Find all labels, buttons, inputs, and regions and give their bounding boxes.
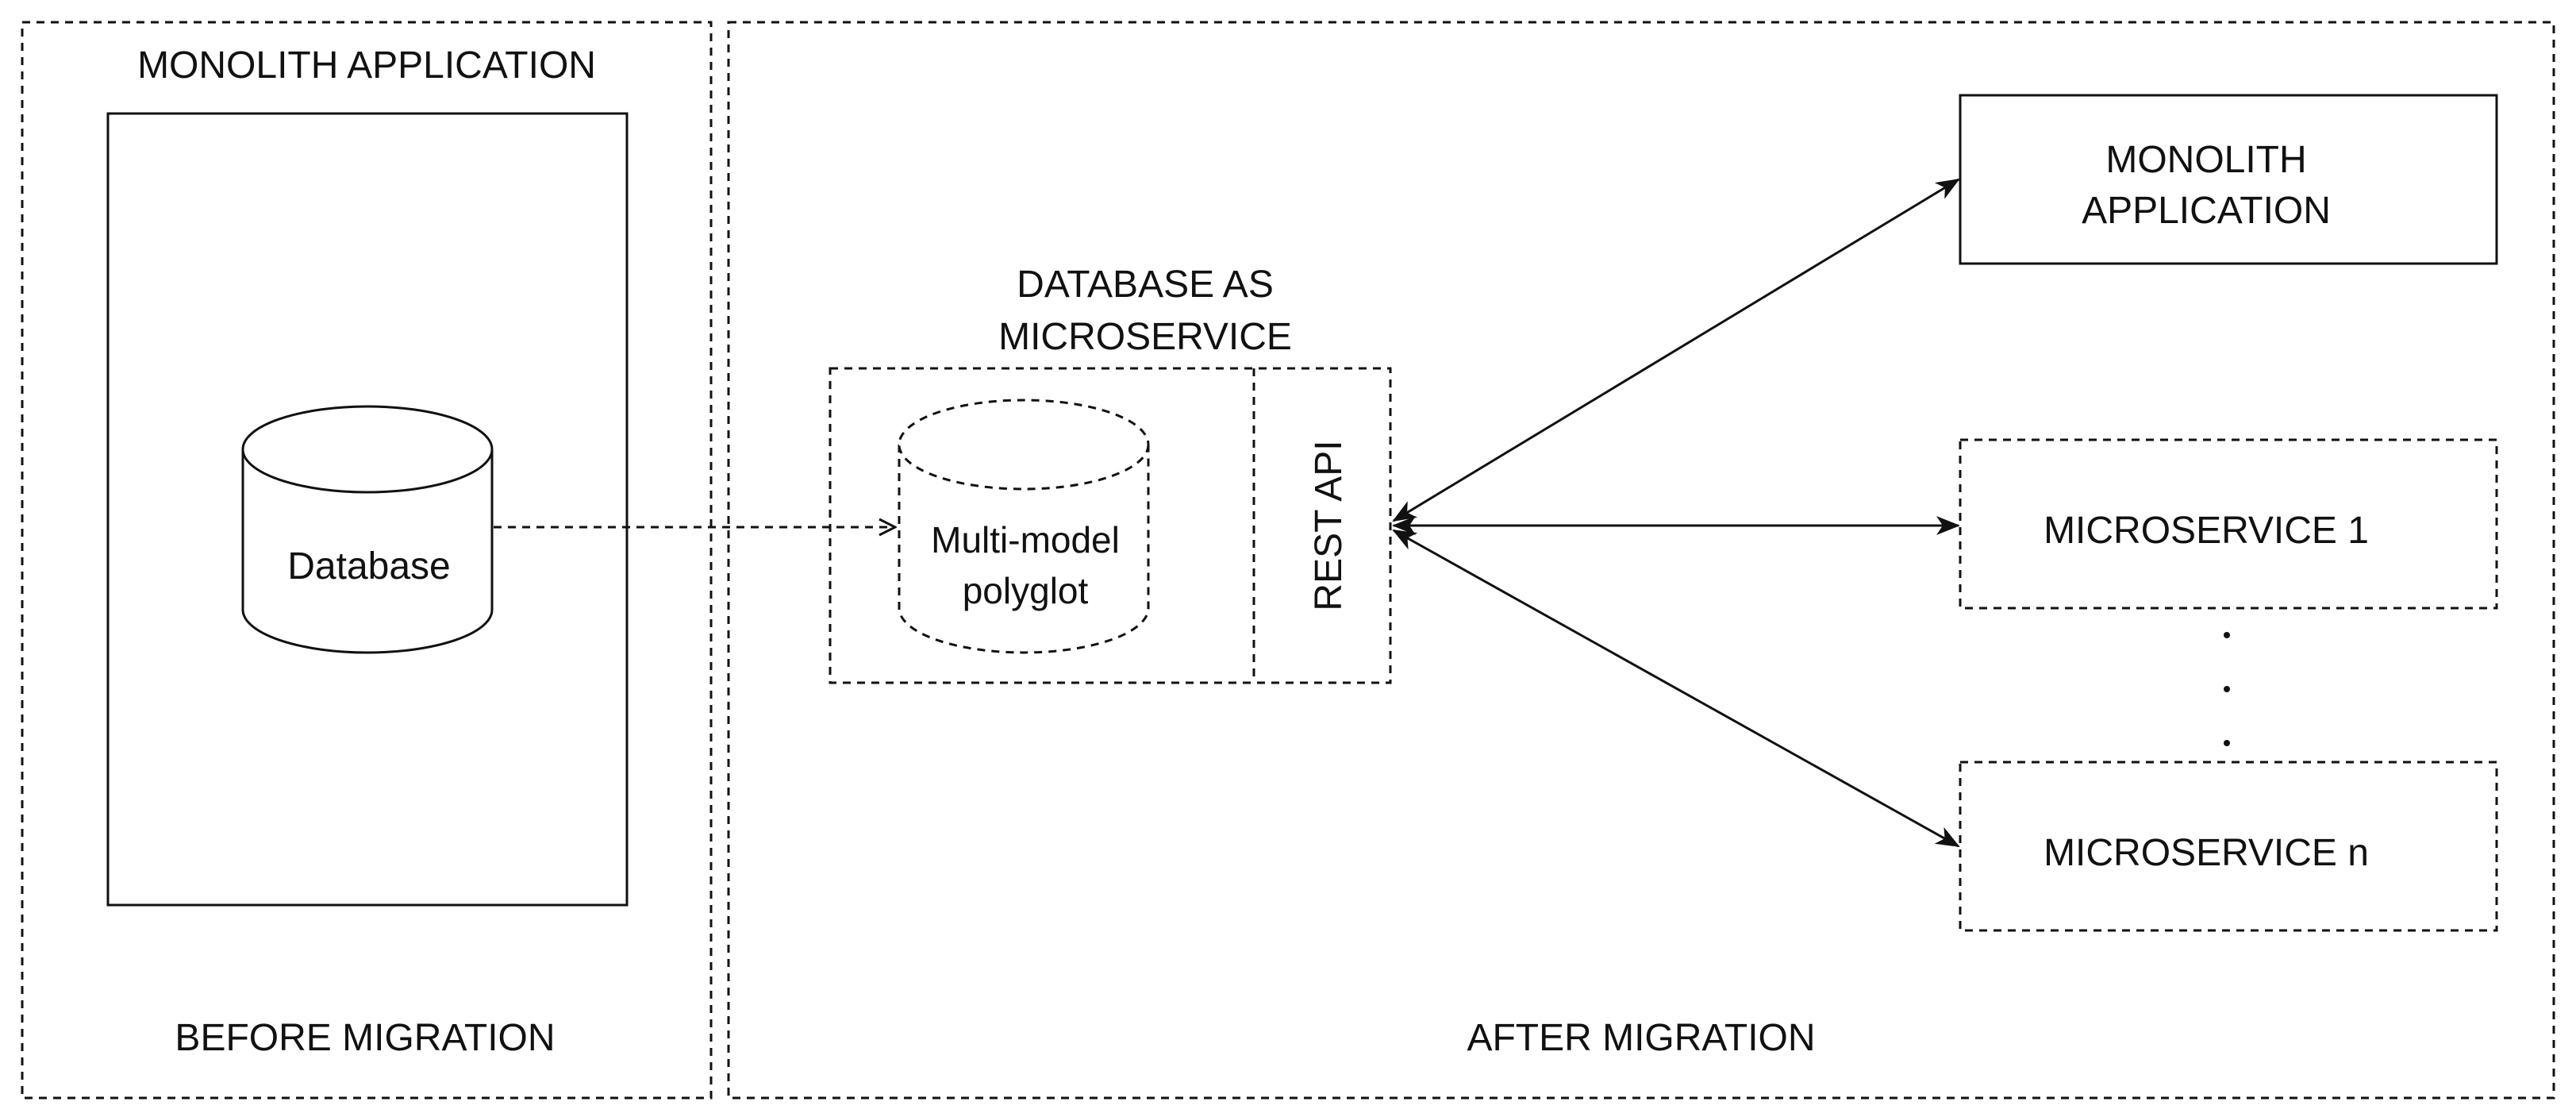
before-migration-panel: MONOLITH APPLICATION Database BEFORE MIG… <box>21 21 713 1100</box>
database-label: Database <box>287 545 450 587</box>
polyglot-cylinder-icon <box>898 399 1150 654</box>
rest-to-microservice-n-arrow <box>1392 529 1960 848</box>
monolith-target-line2: APPLICATION <box>2082 190 2331 232</box>
microservice-n-box <box>1959 761 2498 932</box>
microservice-1-box <box>1959 438 2498 610</box>
polyglot-label-line2: polyglot <box>963 570 1089 611</box>
monolith-target-line1: MONOLITH <box>2105 139 2306 181</box>
vertical-dots-icon <box>2224 632 2230 746</box>
before-panel-border <box>21 21 713 1100</box>
microservice-1-label: MICROSERVICE 1 <box>2043 510 2369 552</box>
after-migration-panel: DATABASE AS MICROSERVICE Multi-model pol… <box>727 21 2555 1100</box>
rest-api-label: REST API <box>1308 440 1350 610</box>
db-service-title-line2: MICROSERVICE <box>998 316 1292 358</box>
monolith-target-box <box>1959 94 2498 265</box>
rest-to-monolith-arrow <box>1392 178 1960 522</box>
db-service-title-line1: DATABASE AS <box>1017 264 1274 306</box>
microservice-n-label: MICROSERVICE n <box>2043 832 2369 874</box>
monolith-app-title: MONOLITH APPLICATION <box>137 44 596 87</box>
before-migration-label: BEFORE MIGRATION <box>175 1017 555 1059</box>
after-migration-label: AFTER MIGRATION <box>1467 1017 1815 1059</box>
connectors <box>494 178 1960 848</box>
after-panel-border <box>727 21 2555 1100</box>
polyglot-label-line1: Multi-model <box>931 519 1120 560</box>
db-service-box <box>829 367 1392 684</box>
database-icon <box>241 405 494 654</box>
